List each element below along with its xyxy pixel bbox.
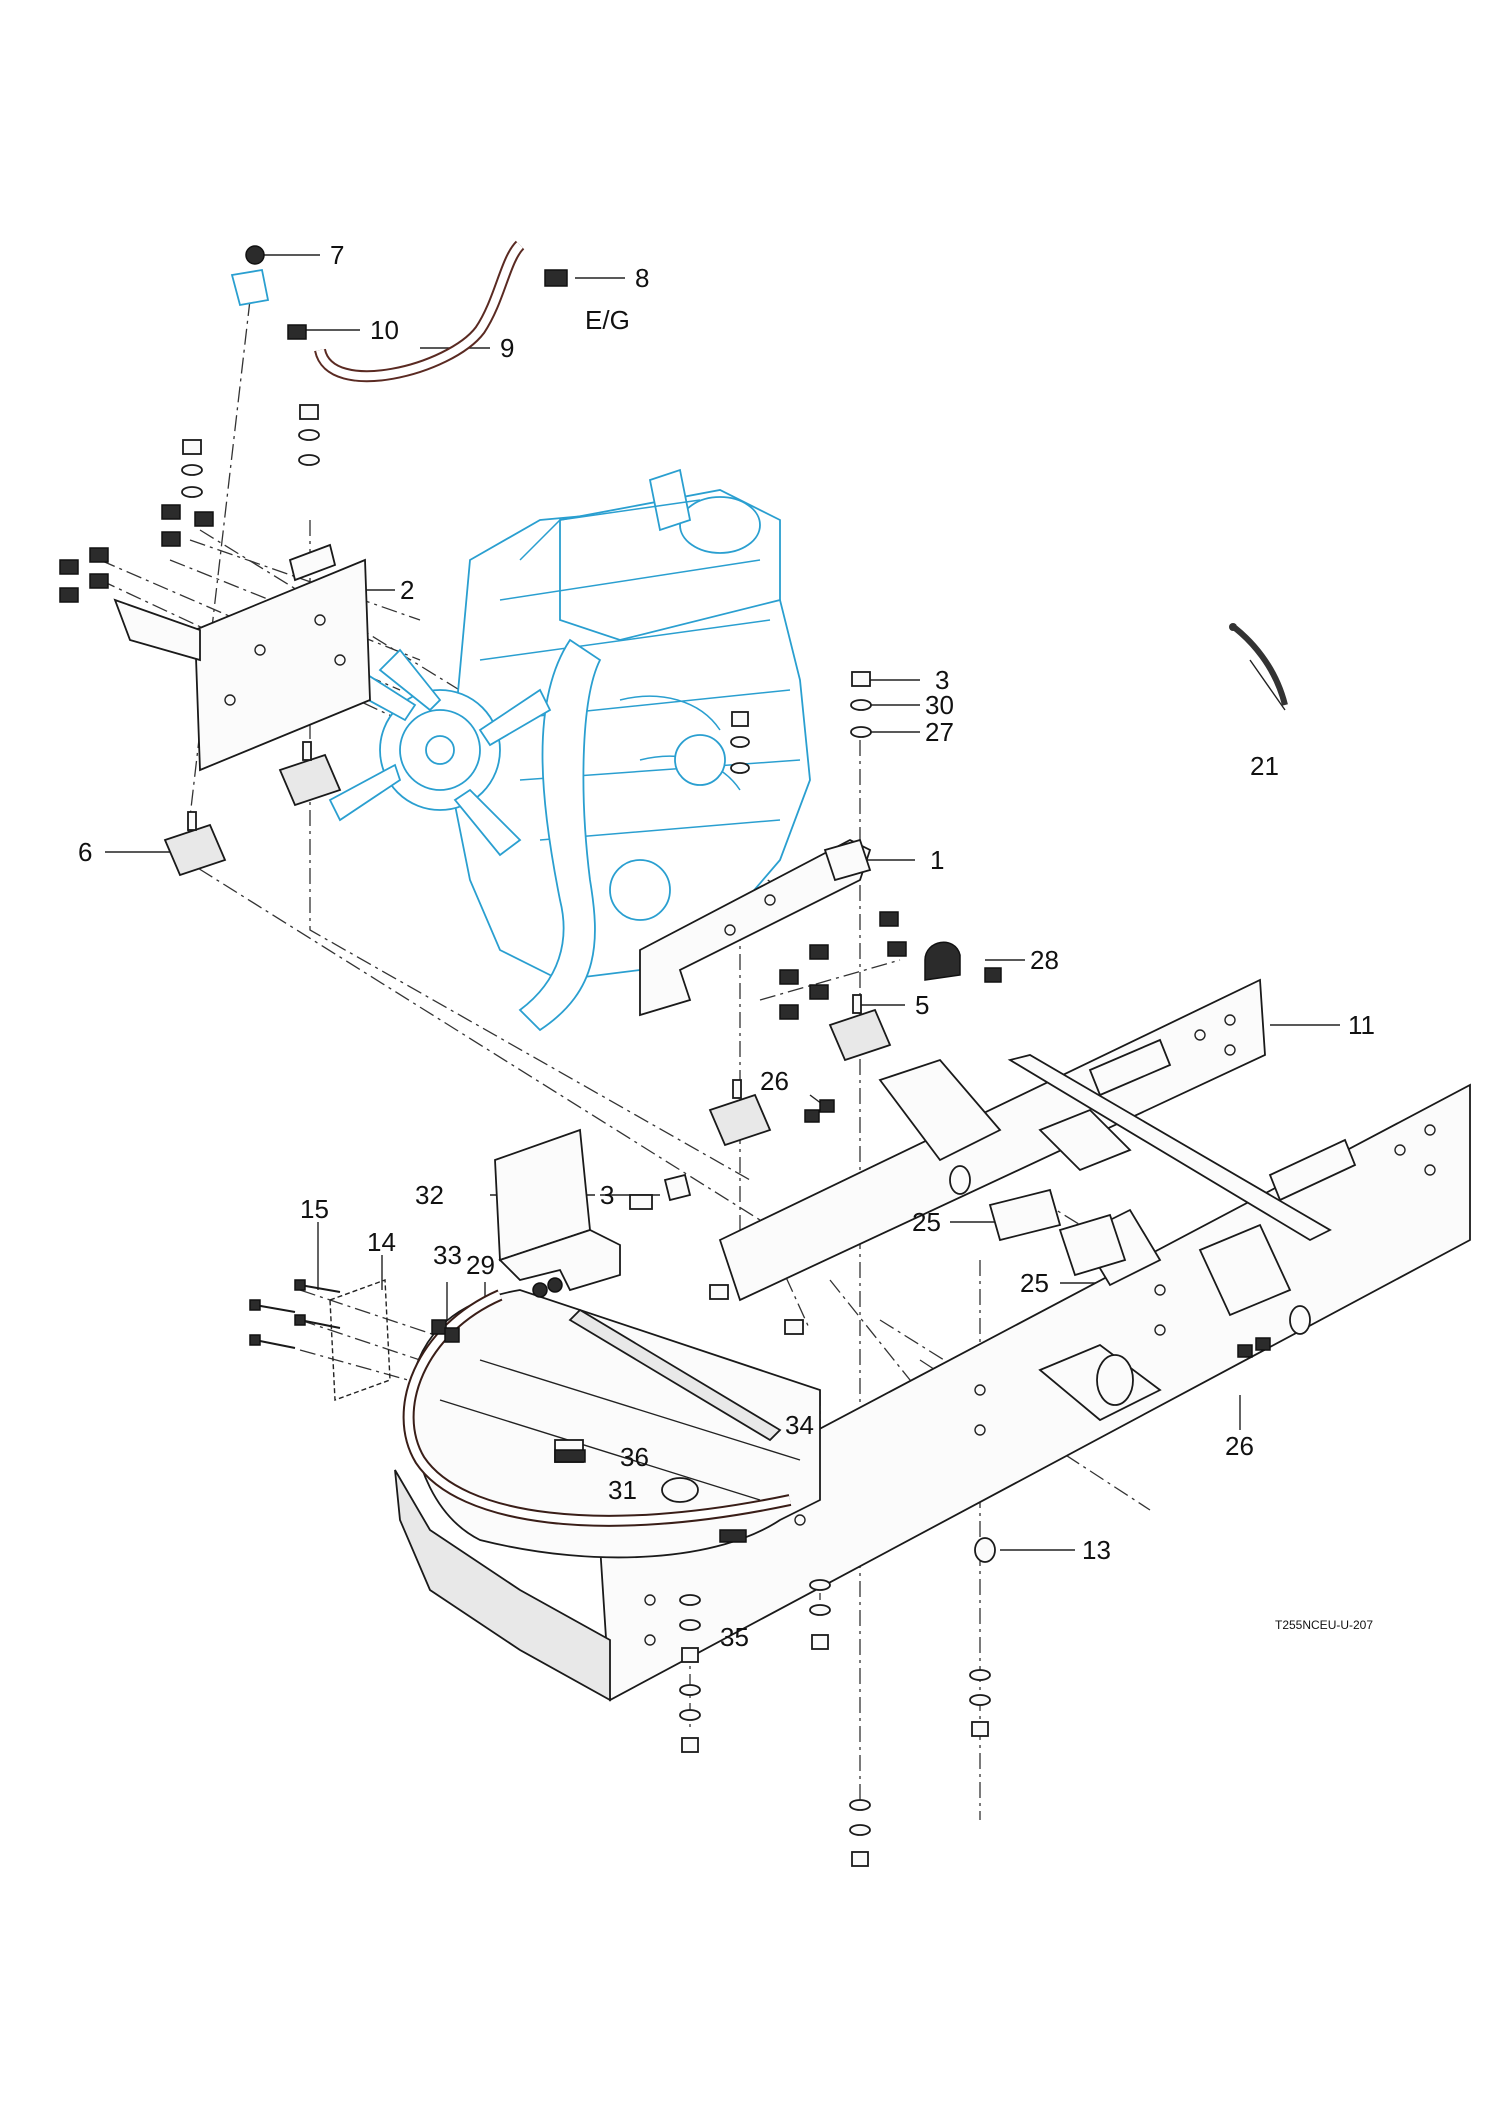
bolt-icon	[89, 573, 109, 589]
nut-icon	[851, 671, 871, 687]
callout-34: 34	[785, 1410, 814, 1440]
callout-13: 13	[1082, 1535, 1111, 1565]
nut-icon	[709, 1284, 729, 1300]
washer-icon	[850, 726, 872, 738]
fuel-line-assembly	[230, 240, 568, 383]
callout-25-lower: 25	[1020, 1268, 1049, 1298]
callout-10: 10	[370, 315, 399, 345]
engine-bracket-2	[113, 543, 371, 772]
washer-icon	[298, 429, 320, 441]
callout-8: 8	[635, 263, 649, 293]
washer-icon	[730, 736, 750, 748]
callout-14: 14	[367, 1227, 396, 1257]
callout-32: 32	[415, 1180, 444, 1210]
callout-31: 31	[608, 1475, 637, 1505]
bolt-icon	[161, 504, 181, 520]
callout-9: 9	[500, 333, 514, 363]
washer-icon	[181, 486, 203, 498]
hardware-stack-right	[730, 671, 872, 774]
connector-10	[287, 324, 307, 340]
washer-icon	[181, 464, 203, 476]
plate-32	[494, 1128, 621, 1298]
callout-3: 3	[935, 665, 949, 695]
callout-15: 15	[300, 1194, 329, 1224]
callout-30: 30	[925, 690, 954, 720]
engine-connection-label: E/G	[585, 305, 630, 335]
bushing-13	[974, 1537, 996, 1563]
strip-34	[568, 1308, 782, 1442]
bolt-group-left	[59, 404, 320, 603]
pins-14-15	[249, 1279, 391, 1401]
callout-6: 6	[78, 837, 92, 867]
engine-mounts	[163, 741, 892, 1147]
callout-33: 33	[433, 1240, 462, 1270]
bottom-hardware-stacks	[679, 1579, 991, 1867]
callout-26-upper: 26	[760, 1066, 789, 1096]
callout-28: 28	[1030, 945, 1059, 975]
handrail-29	[402, 1289, 792, 1527]
hose-clamp-8	[544, 269, 568, 287]
bolt-icon	[59, 559, 79, 575]
bolt-icon	[59, 587, 79, 603]
washer-icon	[298, 454, 320, 466]
engine-bracket-1	[639, 838, 872, 1017]
main-frame-11	[599, 978, 1471, 1702]
nut-icon	[299, 404, 319, 420]
bushing-icon	[663, 1173, 692, 1202]
callout-labels: 7 8 10 9 2 3 30 27 21 6 1 28 5 11 26 32 …	[78, 240, 1375, 1652]
parts-36-35	[554, 1449, 747, 1543]
drawing-code: T255NCEU-U-207	[1275, 1618, 1373, 1632]
bolts-33	[431, 1319, 460, 1343]
callout-1: 1	[930, 845, 944, 875]
callout-2: 2	[400, 575, 414, 605]
washer-icon	[730, 762, 750, 774]
callout-5: 5	[915, 990, 929, 1020]
callout-26-lower: 26	[1225, 1431, 1254, 1461]
callout-36: 36	[620, 1442, 649, 1472]
nut-icon	[731, 711, 749, 727]
bolt-group-5	[779, 911, 907, 1020]
washer-icon	[850, 699, 872, 711]
nut-icon	[182, 439, 202, 455]
callout-21: 21	[1250, 751, 1279, 781]
callout-25-upper: 25	[912, 1207, 941, 1237]
bolt-icon	[161, 531, 181, 547]
fuel-tee-joint	[230, 268, 270, 307]
callout-29: 29	[466, 1250, 495, 1280]
callout-27: 27	[925, 717, 954, 747]
callout-35: 35	[720, 1622, 749, 1652]
bracket-25b	[1058, 1213, 1127, 1277]
clamp-28	[924, 941, 1002, 983]
cap-7	[245, 245, 265, 265]
callout-3-lower: 3	[600, 1180, 614, 1210]
bolt-icon	[89, 547, 109, 563]
nut-icon	[784, 1319, 804, 1335]
misc-hardware	[629, 1099, 1271, 1563]
engine-assembly	[328, 468, 811, 1032]
bracket-25a	[988, 1188, 1062, 1242]
cable-21	[1229, 623, 1288, 706]
callout-11: 11	[1348, 1010, 1375, 1040]
bolt-icon	[194, 511, 214, 527]
callout-7: 7	[330, 240, 344, 270]
